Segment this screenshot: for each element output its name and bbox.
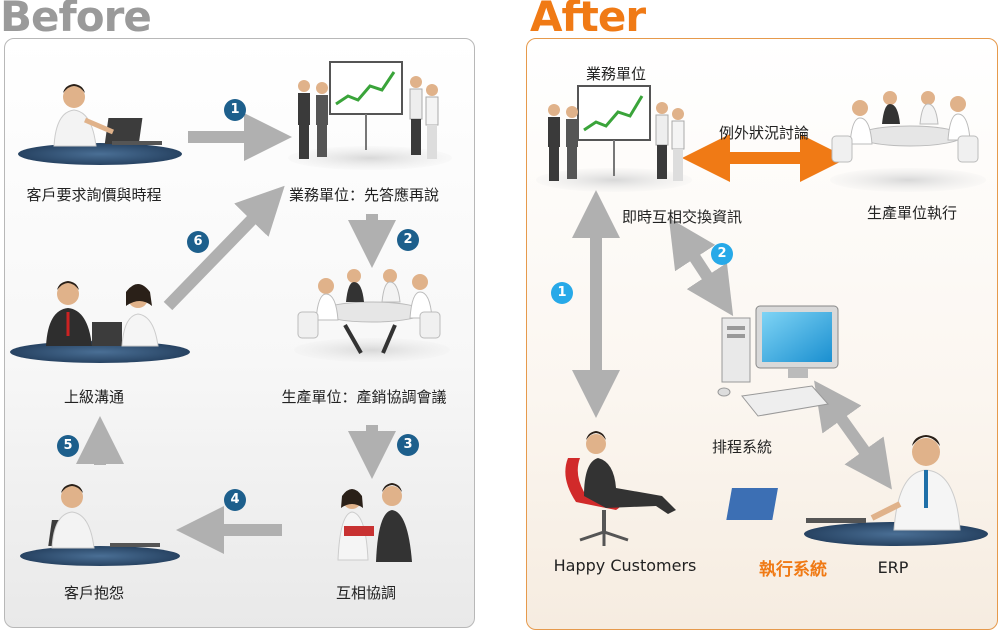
before-arrows	[76, 113, 396, 554]
before-title: Before	[0, 0, 152, 41]
label-mutual-coordination: 互相協調	[335, 584, 397, 602]
after-sales-presentation-illustration	[536, 85, 692, 192]
customer-desk-illustration	[18, 84, 182, 165]
label-production-execution: 生產單位執行	[866, 204, 958, 222]
label-realtime-exchange: 即時互相交換資訊	[621, 208, 743, 226]
arrow-scheduling-erp	[814, 380, 892, 490]
after-step-badge-2: 2	[711, 243, 733, 265]
label-happy-customers: Happy Customers	[553, 556, 697, 575]
production-meeting-illustration	[294, 269, 450, 362]
label-production-meeting: 生產單位：產銷協調會議	[281, 388, 447, 406]
supervisor-communication-illustration	[10, 281, 190, 363]
sales-presentation-illustration	[288, 61, 452, 170]
label-execution-system: 執行系統	[759, 560, 827, 580]
label-exception-discussion: 例外狀況討論	[718, 124, 810, 142]
mutual-coordination-illustration	[337, 483, 412, 562]
computer-illustration	[717, 305, 839, 417]
step-badge-2: 2	[397, 229, 419, 251]
happy-customer-illustration	[565, 431, 676, 546]
step-badge-4: 4	[224, 489, 246, 511]
step-badge-1: 1	[224, 99, 246, 121]
step-badge-5: 5	[57, 435, 79, 457]
label-customer-request: 客戶要求詢價與時程	[26, 186, 162, 204]
after-step-badge-1: 1	[551, 282, 573, 304]
after-title: After	[530, 0, 646, 41]
label-supervisor-communication: 上級溝通	[63, 388, 125, 406]
after-arrows	[572, 134, 892, 490]
erp-worker-illustration	[726, 435, 988, 546]
label-erp: ERP	[877, 558, 909, 577]
arrow-6	[163, 185, 285, 311]
label-sales-first: 業務單位：先答應再說	[288, 186, 440, 204]
arrow-sales-scheduling	[668, 217, 734, 317]
label-sales-unit: 業務單位	[585, 65, 647, 83]
after-production-meeting-illustration	[830, 91, 986, 192]
label-scheduling-system: 排程系統	[711, 438, 773, 456]
customer-complaint-illustration	[20, 484, 180, 566]
step-badge-3: 3	[397, 434, 419, 456]
label-customer-complaint: 客戶抱怨	[63, 584, 125, 602]
step-badge-6: 6	[187, 231, 209, 253]
